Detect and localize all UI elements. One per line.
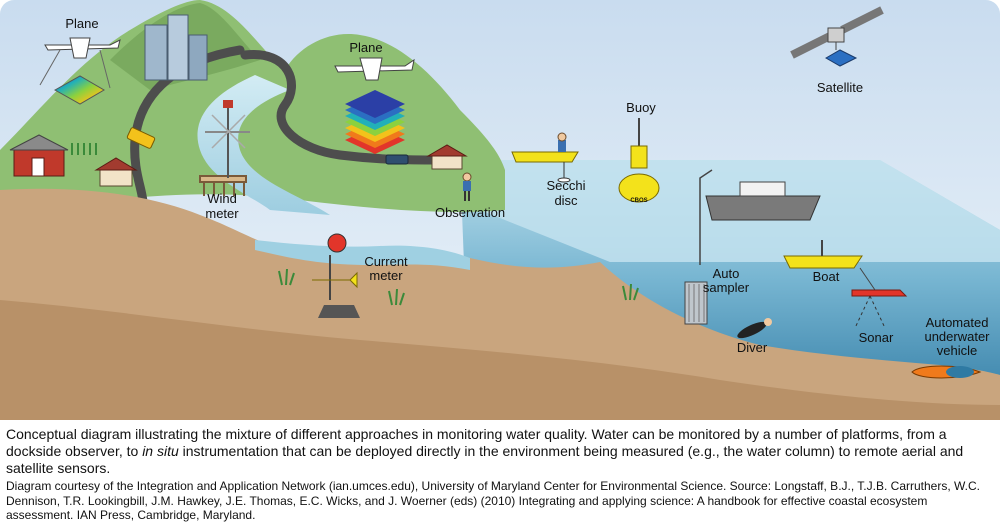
label-auv-1: Automated	[926, 315, 989, 330]
label-auto-1: Auto	[713, 266, 740, 281]
car	[385, 154, 409, 165]
small-boat	[783, 240, 863, 269]
sonar-sled	[851, 267, 908, 329]
current-meter	[312, 233, 360, 318]
crop-field	[71, 143, 97, 155]
caption-main: Conceptual diagram illustrating the mixt…	[6, 426, 994, 477]
label-sonar: Sonar	[859, 330, 894, 345]
caption-main-part1: Conceptual diagram illustrating the mixt…	[6, 426, 947, 459]
channel-water	[255, 240, 470, 270]
label-secchi-2: disc	[554, 193, 578, 208]
label-auv-3: vehicle	[937, 343, 977, 358]
city-skyscrapers	[144, 14, 208, 81]
label-wind-1: Wind	[207, 191, 237, 206]
dockside-observer	[462, 172, 472, 201]
research-vessel	[699, 169, 821, 265]
label-buoy: Buoy	[626, 100, 656, 115]
label-auto-2: sampler	[703, 280, 750, 295]
label-satellite: Satellite	[817, 80, 863, 95]
label-wind-2: meter	[205, 206, 239, 221]
sediment-dark	[0, 300, 1000, 420]
figure-caption: Conceptual diagram illustrating the mixt…	[6, 426, 994, 523]
seagrass	[278, 268, 639, 306]
label-plane-left: Plane	[65, 16, 98, 31]
water-column-profile	[345, 90, 405, 154]
cbos-buoy: CBOS	[618, 118, 660, 204]
plane-center	[334, 57, 415, 81]
label-current-1: Current	[364, 254, 408, 269]
farmhouse	[94, 157, 138, 187]
caption-credit: Diagram courtesy of the Integration and …	[6, 479, 980, 522]
autonomous-underwater-vehicle	[911, 365, 982, 379]
label-secchi-1: Secchi	[546, 178, 585, 193]
label-observation: Observation	[435, 205, 505, 220]
label-boat: Boat	[813, 269, 840, 284]
diagram-canvas: CBOS Plane Plane Satellite	[0, 0, 1000, 420]
label-auv-2: underwater	[924, 329, 990, 344]
buoy-tag: CBOS	[630, 198, 647, 204]
remote-sensing-swatch-left	[53, 75, 105, 105]
wind-meter	[205, 100, 250, 178]
caption-italic: in situ	[142, 443, 179, 459]
dock	[199, 175, 247, 196]
auto-sampler	[684, 281, 708, 325]
label-plane-center: Plane	[349, 40, 382, 55]
label-current-2: meter	[369, 268, 403, 283]
label-diver: Diver	[737, 340, 768, 355]
house-right	[426, 144, 468, 170]
barn	[9, 134, 69, 177]
school-bus	[126, 127, 156, 149]
secchi-disc-boat	[511, 132, 579, 183]
caption-main-part2: instrumentation that can be deployed dir…	[6, 443, 964, 476]
diver	[737, 318, 772, 339]
plane-left	[39, 37, 121, 89]
satellite	[790, 6, 884, 67]
